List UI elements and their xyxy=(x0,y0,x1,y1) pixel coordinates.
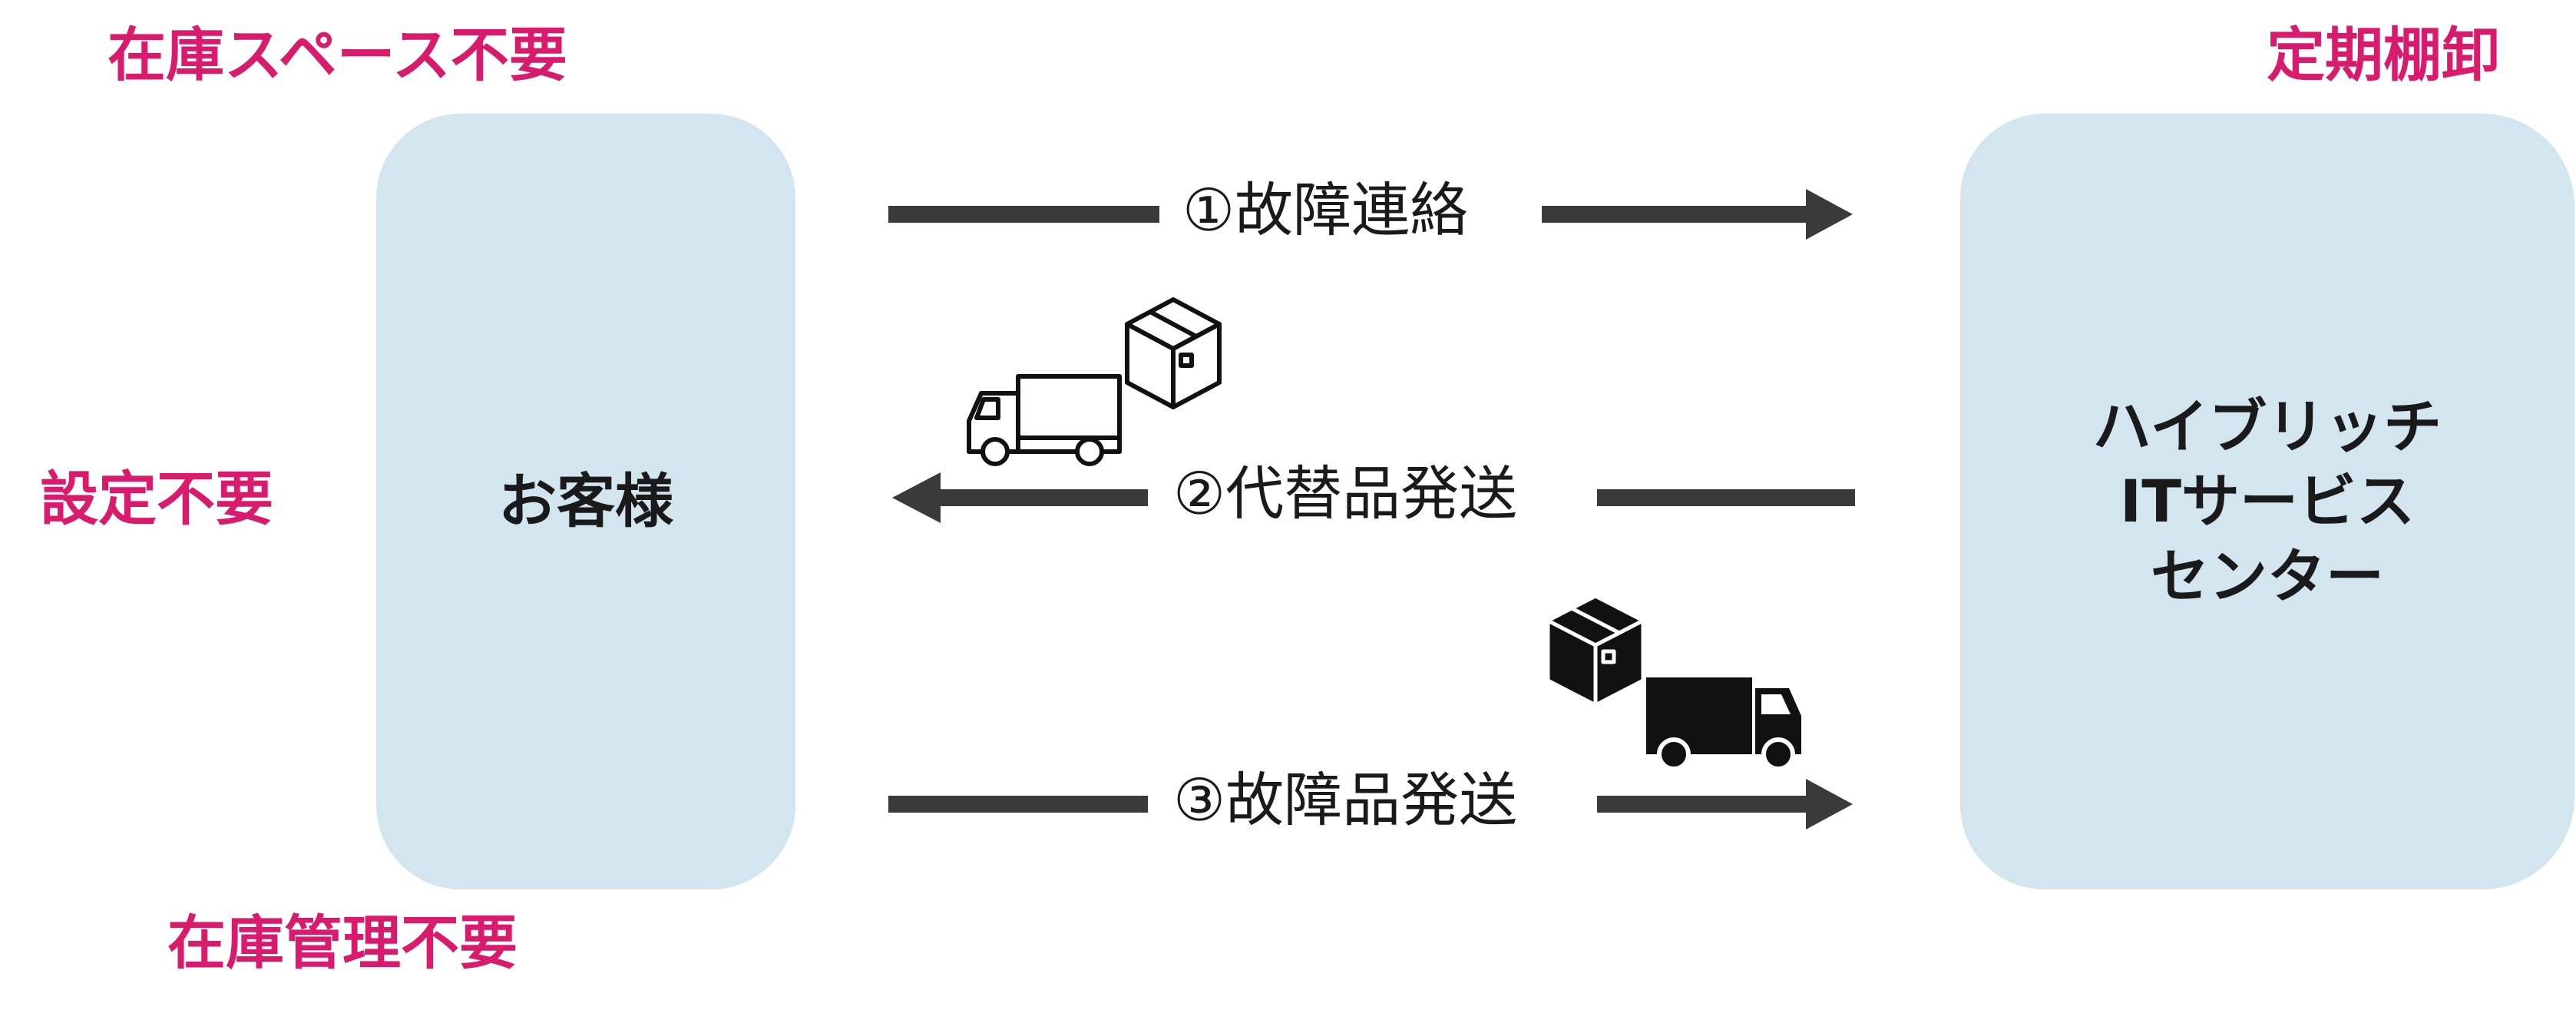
note-periodic-inventory: 定期棚卸 xyxy=(2267,21,2500,89)
note-no-stock-space: 在庫スペース不要 xyxy=(107,21,567,89)
customer-label: お客様 xyxy=(498,467,673,536)
delivery-truck-icon xyxy=(1646,677,1801,771)
service-center-line-2: ITサービス xyxy=(2119,467,2416,536)
package-box-icon xyxy=(1125,297,1222,409)
package-box-icon xyxy=(1546,594,1645,707)
step-1-label: ①故障連絡 xyxy=(1182,176,1469,244)
note-no-setup: 設定不要 xyxy=(40,465,273,533)
arrow-step-1 xyxy=(888,189,1853,240)
service-center-box: ハイブリッチ ITサービス センター xyxy=(1960,114,2574,889)
arrow-step-3 xyxy=(888,779,1853,830)
note-no-stock-management: 在庫管理不要 xyxy=(167,909,518,977)
service-center-label: ハイブリッチ ITサービス センター xyxy=(2093,389,2442,614)
step-3-label: ③故障品発送 xyxy=(1173,766,1518,834)
delivery-truck-icon xyxy=(967,374,1122,466)
customer-box: お客様 xyxy=(376,114,795,889)
step-2-label: ②代替品発送 xyxy=(1173,459,1518,528)
service-center-line-3: センター xyxy=(2150,541,2384,611)
arrow-step-2 xyxy=(892,472,1855,523)
service-center-line-1: ハイブリッチ xyxy=(2092,392,2442,462)
